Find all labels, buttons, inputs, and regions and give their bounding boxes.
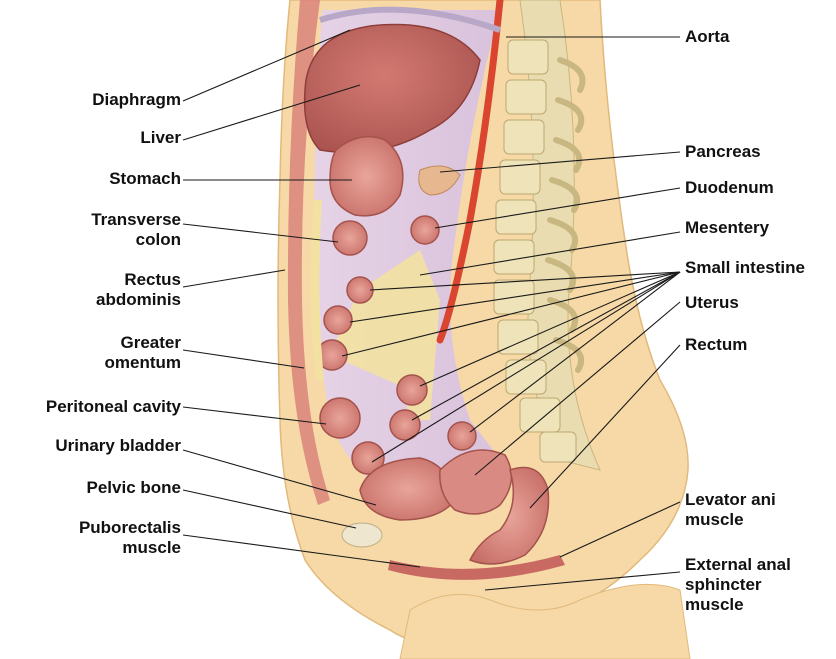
label-aorta: Aorta (685, 27, 729, 47)
label-external-anal-sphincter-muscle: External anal sphincter muscle (685, 555, 791, 615)
label-transverse-colon: Transverse colon (91, 210, 181, 250)
label-diaphragm: Diaphragm (92, 90, 181, 110)
label-pelvic-bone: Pelvic bone (87, 478, 181, 498)
label-greater-omentum: Greater omentum (105, 333, 182, 373)
label-levator-ani-muscle: Levator ani muscle (685, 490, 776, 530)
label-liver: Liver (140, 128, 181, 148)
label-rectum: Rectum (685, 335, 747, 355)
label-urinary-bladder: Urinary bladder (55, 436, 181, 456)
label-rectus-abdominis: Rectus abdominis (96, 270, 181, 310)
stomach-shape (330, 137, 403, 216)
label-stomach: Stomach (109, 169, 181, 189)
label-small-intestine: Small intestine (685, 258, 805, 278)
label-duodenum: Duodenum (685, 178, 774, 198)
label-mesentery: Mesentery (685, 218, 769, 238)
label-uterus: Uterus (685, 293, 739, 313)
label-pancreas: Pancreas (685, 142, 761, 162)
transverse-colon-shape (333, 221, 367, 255)
duodenum-shape (411, 216, 439, 244)
label-puborectalis-muscle: Puborectalis muscle (79, 518, 181, 558)
label-peritoneal-cavity: Peritoneal cavity (46, 397, 181, 417)
